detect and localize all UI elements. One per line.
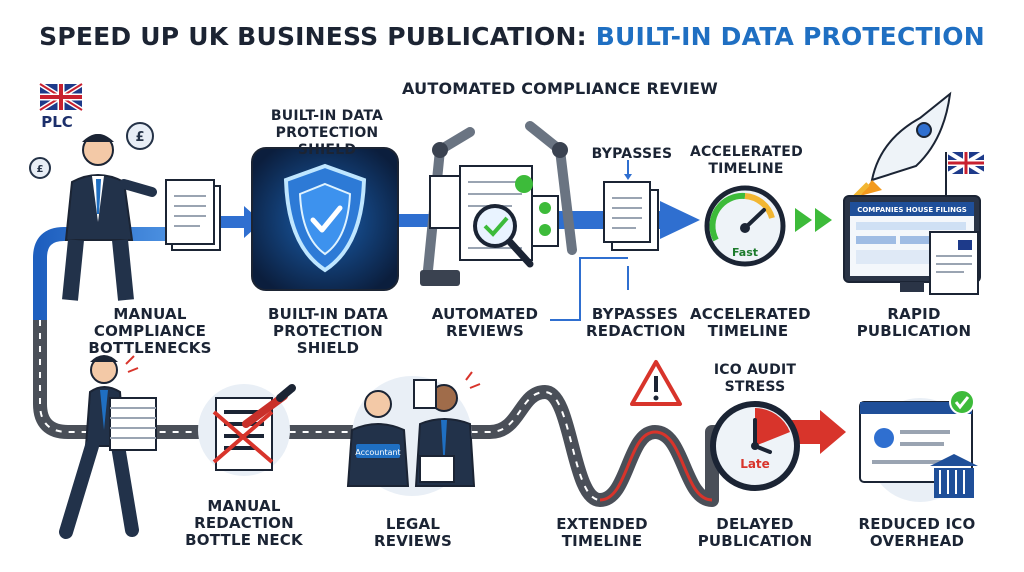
bypasses-top-label: BYPASSES: [591, 146, 673, 162]
redaction-document-icon: [198, 384, 296, 476]
title-lead: SPEED UP UK BUSINESS PUBLICATION:: [39, 22, 587, 51]
legal-reviewers-figure: Accountant: [346, 371, 481, 496]
speed-gauge-icon: [704, 185, 786, 267]
uk-flag-icon: [38, 81, 84, 113]
ico-audit-stress-label: ICO AUDIT STRESS: [713, 362, 797, 395]
shield-top-label: BUILT-IN DATA PROTECTION SHIELD: [270, 108, 384, 158]
automated-review-heading: AUTOMATED COMPLIANCE REVIEW: [402, 79, 718, 98]
companies-house-header: COMPANIES HOUSE FILINGS: [857, 206, 967, 214]
late-clock-icon: [710, 401, 800, 491]
automated-reviews-label: AUTOMATED REVIEWS: [431, 305, 539, 340]
uk-flag-small-icon: [945, 150, 986, 196]
top-flow-start-arrow: [33, 227, 165, 320]
data-protection-shield-panel: [251, 147, 399, 291]
bypass-documents-icon: [550, 160, 659, 321]
pound-symbol: £: [135, 130, 144, 145]
rocket-icon: [846, 91, 952, 206]
red-arrow-to-ico: [790, 410, 846, 454]
red-timeline-segment: [599, 430, 713, 502]
gauge-fast-text: Fast: [732, 246, 758, 259]
page-title: SPEED UP UK BUSINESS PUBLICATION: BUILT-…: [0, 22, 1024, 51]
accelerated-timeline-label: ACCELERATED TIMELINE: [690, 305, 811, 340]
stressed-worker-figure: [59, 355, 157, 539]
accountant-badge-text: Accountant: [355, 448, 400, 457]
legal-reviews-label: LEGAL REVIEWS: [374, 515, 452, 550]
manual-compliance-label: MANUAL COMPLIANCE BOTTLENECKS: [88, 305, 212, 357]
companies-house-monitor: [843, 195, 981, 295]
arrow-to-shield: [212, 206, 262, 238]
shield-label: BUILT-IN DATA PROTECTION SHIELD: [267, 305, 389, 357]
businessman-figure: [62, 134, 157, 301]
plc-label: PLC: [41, 113, 73, 131]
clock-late-text: Late: [740, 457, 770, 471]
pound-symbol-small: £: [37, 164, 44, 175]
extended-timeline-label: EXTENDED TIMELINE: [556, 515, 648, 550]
green-chevrons-icon: [795, 208, 832, 232]
manual-redaction-label: MANUAL REDACTION BOTTLE NECK: [185, 497, 303, 549]
document-stack-icon: [165, 179, 221, 251]
reduced-ico-screen: [859, 389, 978, 502]
title-accent: BUILT-IN DATA PROTECTION: [595, 22, 985, 51]
accountant-badge: [356, 444, 400, 458]
accelerated-top-label: ACCELERATED TIMELINE: [690, 144, 803, 177]
rapid-publication-label: RAPID PUBLICATION: [856, 305, 972, 340]
pound-coin-icon: [29, 122, 154, 179]
automated-review-robot-icon: [420, 121, 577, 286]
delayed-publication-label: DELAYED PUBLICATION: [697, 515, 813, 550]
warning-triangle-icon: [630, 360, 682, 406]
reduced-ico-label: REDUCED ICO OVERHEAD: [858, 515, 976, 550]
bypasses-redaction-label: BYPASSES REDACTION: [586, 305, 686, 340]
